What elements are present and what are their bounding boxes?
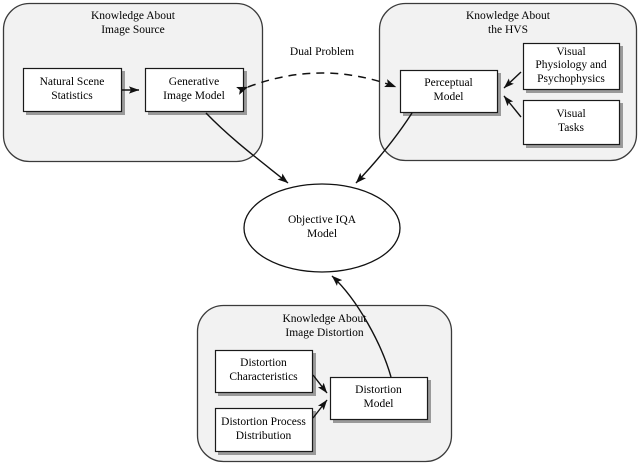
edge-tasks-to-perceptual (503, 95, 522, 118)
box-distortion-process-distribution (214, 407, 316, 455)
box-visual-physiology (522, 42, 623, 93)
box-natural-scene-statistics (22, 67, 125, 115)
node-objective-iqa-model (243, 183, 401, 273)
box-distortion-characteristics (214, 349, 316, 396)
edge-hvs-to-iqa (355, 112, 413, 184)
edge-distortion-to-iqa (331, 275, 392, 378)
edge-source-to-iqa (205, 112, 289, 184)
box-visual-tasks (522, 99, 623, 148)
box-perceptual-model (399, 69, 501, 116)
edge-dual-problem (236, 72, 397, 95)
edge-dc-to-dm (312, 374, 328, 394)
box-generative-image-model (144, 67, 247, 115)
edge-dpd-to-dm (312, 399, 328, 419)
edge-physiology-to-perceptual (503, 71, 522, 89)
box-distortion-model (329, 376, 431, 423)
